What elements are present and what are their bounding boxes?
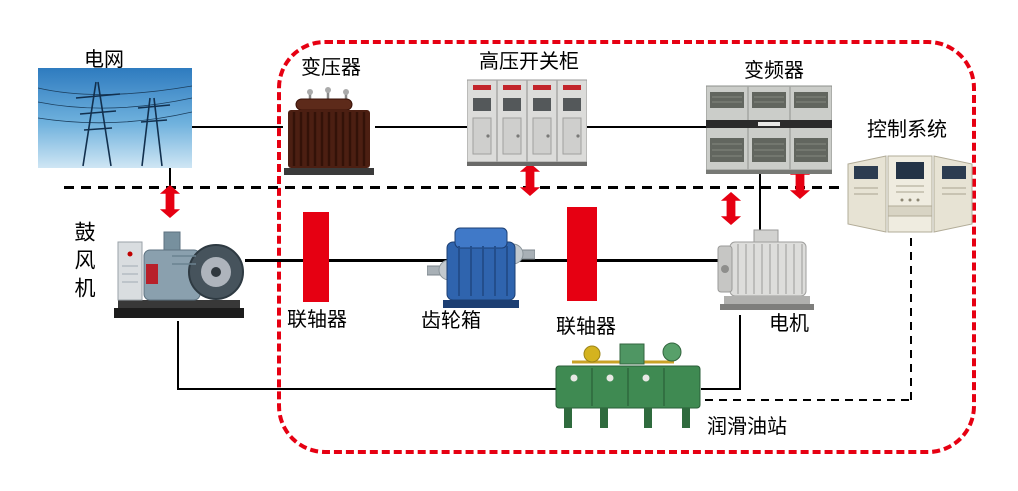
motor-image — [716, 228, 818, 316]
label-control-system: 控制系统 — [867, 119, 947, 141]
blower-image — [112, 212, 246, 322]
connector-blower-down — [177, 321, 179, 390]
power-grid-image — [38, 68, 192, 168]
label-blower: 鼓风机 — [72, 221, 95, 305]
connector-control-down-dashed — [910, 238, 912, 401]
label-lube-station: 润滑油站 — [707, 416, 787, 438]
vfd-image — [706, 84, 832, 174]
transformer-image — [282, 86, 376, 178]
control-system-image — [844, 150, 976, 238]
connector-lube-motor — [701, 388, 741, 390]
connector-switchgear-vfd — [586, 126, 707, 128]
bidirectional-arrow-grid-blower-icon — [159, 185, 181, 218]
connector-transformer-switchgear — [375, 126, 468, 128]
connector-blower-lube — [177, 388, 571, 390]
connector-motor-down — [739, 315, 741, 390]
label-switchgear: 高压开关柜 — [479, 51, 579, 73]
label-transformer: 变压器 — [301, 57, 361, 79]
label-gearbox: 齿轮箱 — [421, 310, 481, 332]
system-boundary-dashed-box — [277, 40, 976, 454]
divider-dashed-line — [64, 186, 844, 189]
connector-control-lube-dashed — [705, 399, 912, 401]
label-motor: 电机 — [769, 313, 809, 335]
lube-station-image — [552, 336, 704, 432]
coupling-right-block — [567, 207, 597, 301]
connector-vfd-motor — [759, 173, 761, 231]
bidirectional-arrow-switchgear-icon — [519, 163, 541, 196]
label-power-grid: 电网 — [84, 49, 124, 71]
label-coupling-left: 联轴器 — [287, 309, 347, 331]
coupling-left-block — [303, 212, 329, 302]
gearbox-image — [427, 216, 535, 314]
switchgear-image — [467, 78, 587, 166]
connector-grid-transformer — [192, 126, 283, 128]
bidirectional-arrow-motor-icon — [720, 192, 742, 225]
label-vfd: 变频器 — [744, 60, 804, 82]
bidirectional-arrow-vfd-icon — [789, 166, 811, 199]
label-coupling-right: 联轴器 — [556, 316, 616, 338]
